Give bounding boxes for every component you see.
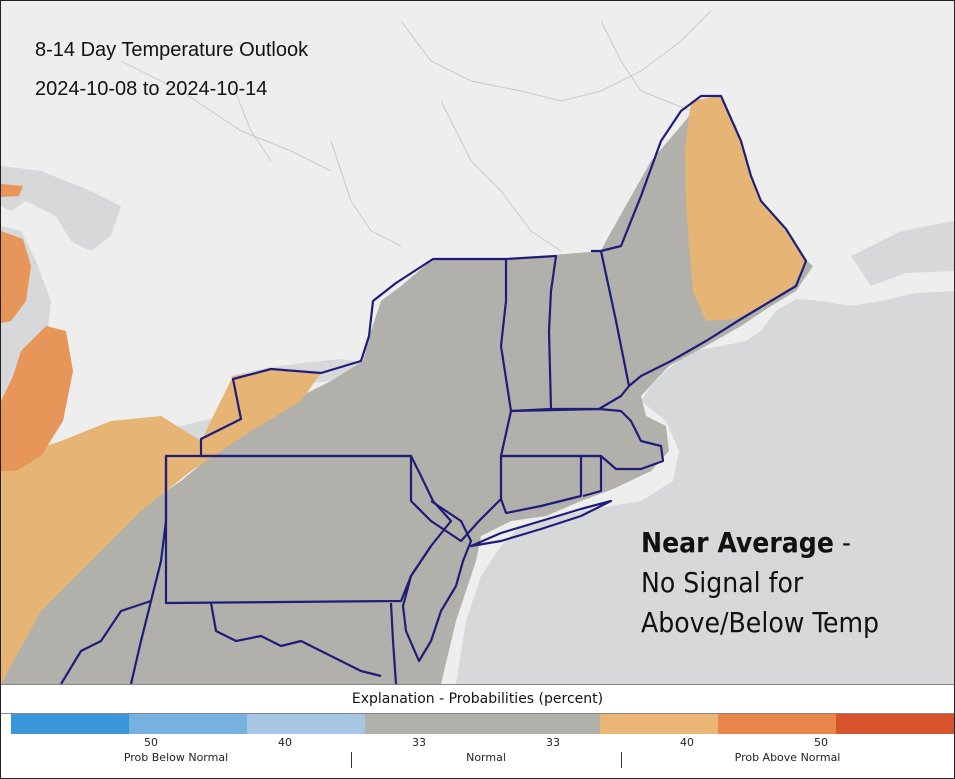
legend-separator [351,752,352,768]
above-normal-ontario-edge [1,184,23,197]
legend-category-below: Prob Below Normal [123,751,229,764]
legend-swatch-normal-b [482,714,601,734]
legend-tick: 40 [278,736,292,749]
above-normal-west-band [1,369,321,684]
legend-swatch-normal-a [364,714,483,734]
map-title: 8-14 Day Temperature Outlook [35,39,309,61]
near-average-callout: Near Average - No Signal for Above/Below… [641,523,951,643]
legend-swatch-above-50 [836,714,954,734]
above-normal-michigan-north [1,231,31,323]
legend-swatch-below-50 [11,714,129,734]
legend-category-normal: Normal [466,751,506,764]
terrain-lines [120,10,712,252]
border-pennsylvania [164,454,453,605]
bay-of-fundy [851,221,954,286]
border-maryland [209,602,382,678]
border-west-virginia [60,599,152,684]
border-new-jersey [401,500,473,663]
lake-huron [1,166,121,251]
legend-tick: 33 [546,736,560,749]
atlantic-ocean [456,291,954,684]
callout-line-2: No Signal for [641,566,804,599]
legend-separator [621,752,622,768]
normal-probability-region [1,101,813,684]
border-maine [600,94,808,387]
callout-dash: - [833,526,852,559]
callout-line-3: Above/Below Temp [641,606,879,639]
map-date-range: 2024-10-08 to 2024-10-14 [35,78,267,100]
legend-tick: 50 [144,736,158,749]
callout-line-1: Near Average - [641,523,951,563]
border-ohio [129,456,168,684]
legend-tick: 40 [680,736,694,749]
legend-swatch-above-40 [718,714,837,734]
legend-swatch-below-33 [246,714,365,734]
legend-category-above: Prob Above Normal [734,751,841,764]
legend-tick: 33 [412,736,426,749]
legend-swatch-below-40 [128,714,247,734]
callout-bold: Near Average [641,526,834,559]
legend-color-bar [11,714,954,734]
outlook-map: 8-14 Day Temperature Outlook 2024-10-08 … [1,1,954,684]
border-long-island [469,499,613,548]
state-borders [60,94,808,684]
above-normal-michigan-south [1,326,73,471]
probability-legend: Explanation - Probabilities (percent) 50… [1,684,954,778]
legend-swatch-above-33 [600,714,719,734]
border-delaware [389,602,398,684]
border-rhode-island [581,454,603,498]
legend-tick: 50 [814,736,828,749]
legend-title: Explanation - Probabilities (percent) [1,684,954,714]
border-connecticut [499,454,583,515]
above-normal-maine [685,96,806,321]
